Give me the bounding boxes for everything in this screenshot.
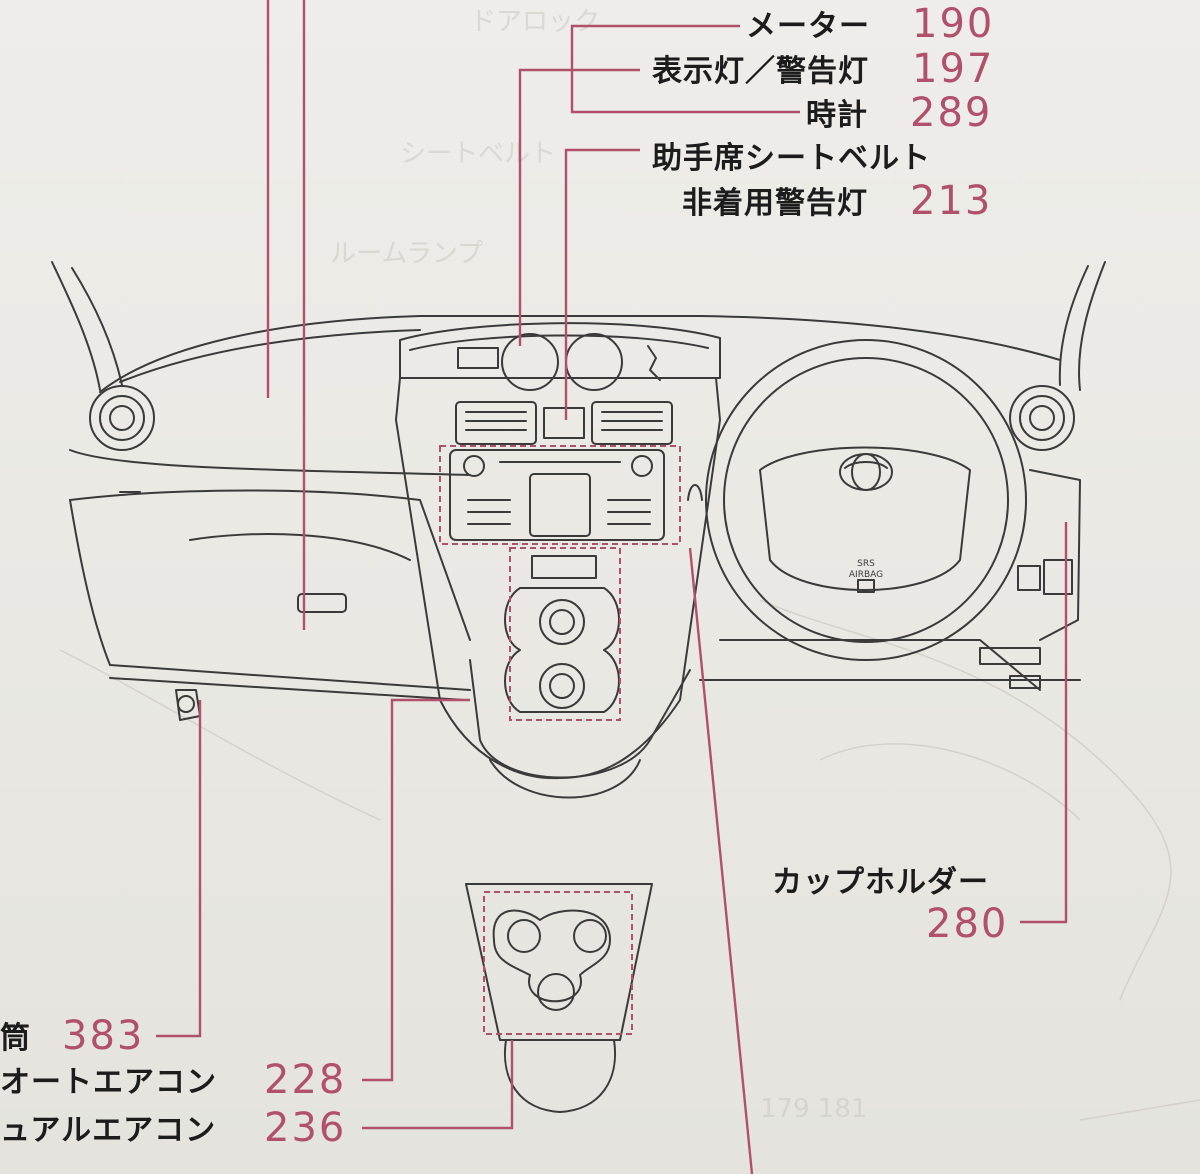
seatbelt-page-number: 213: [910, 178, 993, 224]
bleed-through-text-3: ルームランプ: [330, 239, 484, 269]
manual-ac-page-number: 236: [264, 1105, 347, 1151]
cup-holder-page-number: 280: [926, 901, 1009, 947]
manual-ac-label: ュアルエアコン: [0, 1113, 217, 1148]
indicator-label: 表示灯／警告灯: [652, 54, 869, 89]
seatbelt-label-line2: 非着用警告灯: [682, 186, 868, 221]
clock-label: 時計: [806, 98, 868, 133]
auto-ac-label: オートエアコン: [0, 1065, 217, 1100]
clock-page-number: 289: [910, 90, 993, 136]
meter-page-number: 190: [912, 1, 995, 47]
bleed-through-text-1: ドアロック: [470, 7, 601, 37]
auto-ac-page-number: 228: [264, 1057, 347, 1103]
cup-holder-label: カップホルダー: [772, 865, 989, 900]
meter-label: メーター: [746, 9, 870, 44]
bleed-through-text-2: シートベルト: [400, 139, 557, 169]
seatbelt-label-line1: 助手席シートベルト: [652, 141, 931, 176]
cylinder-page-number: 383: [62, 1013, 145, 1059]
cylinder-label: 筒: [0, 1021, 31, 1056]
bleed-through-text-4: 179 181: [760, 1094, 868, 1124]
indicator-page-number: 197: [912, 46, 995, 92]
